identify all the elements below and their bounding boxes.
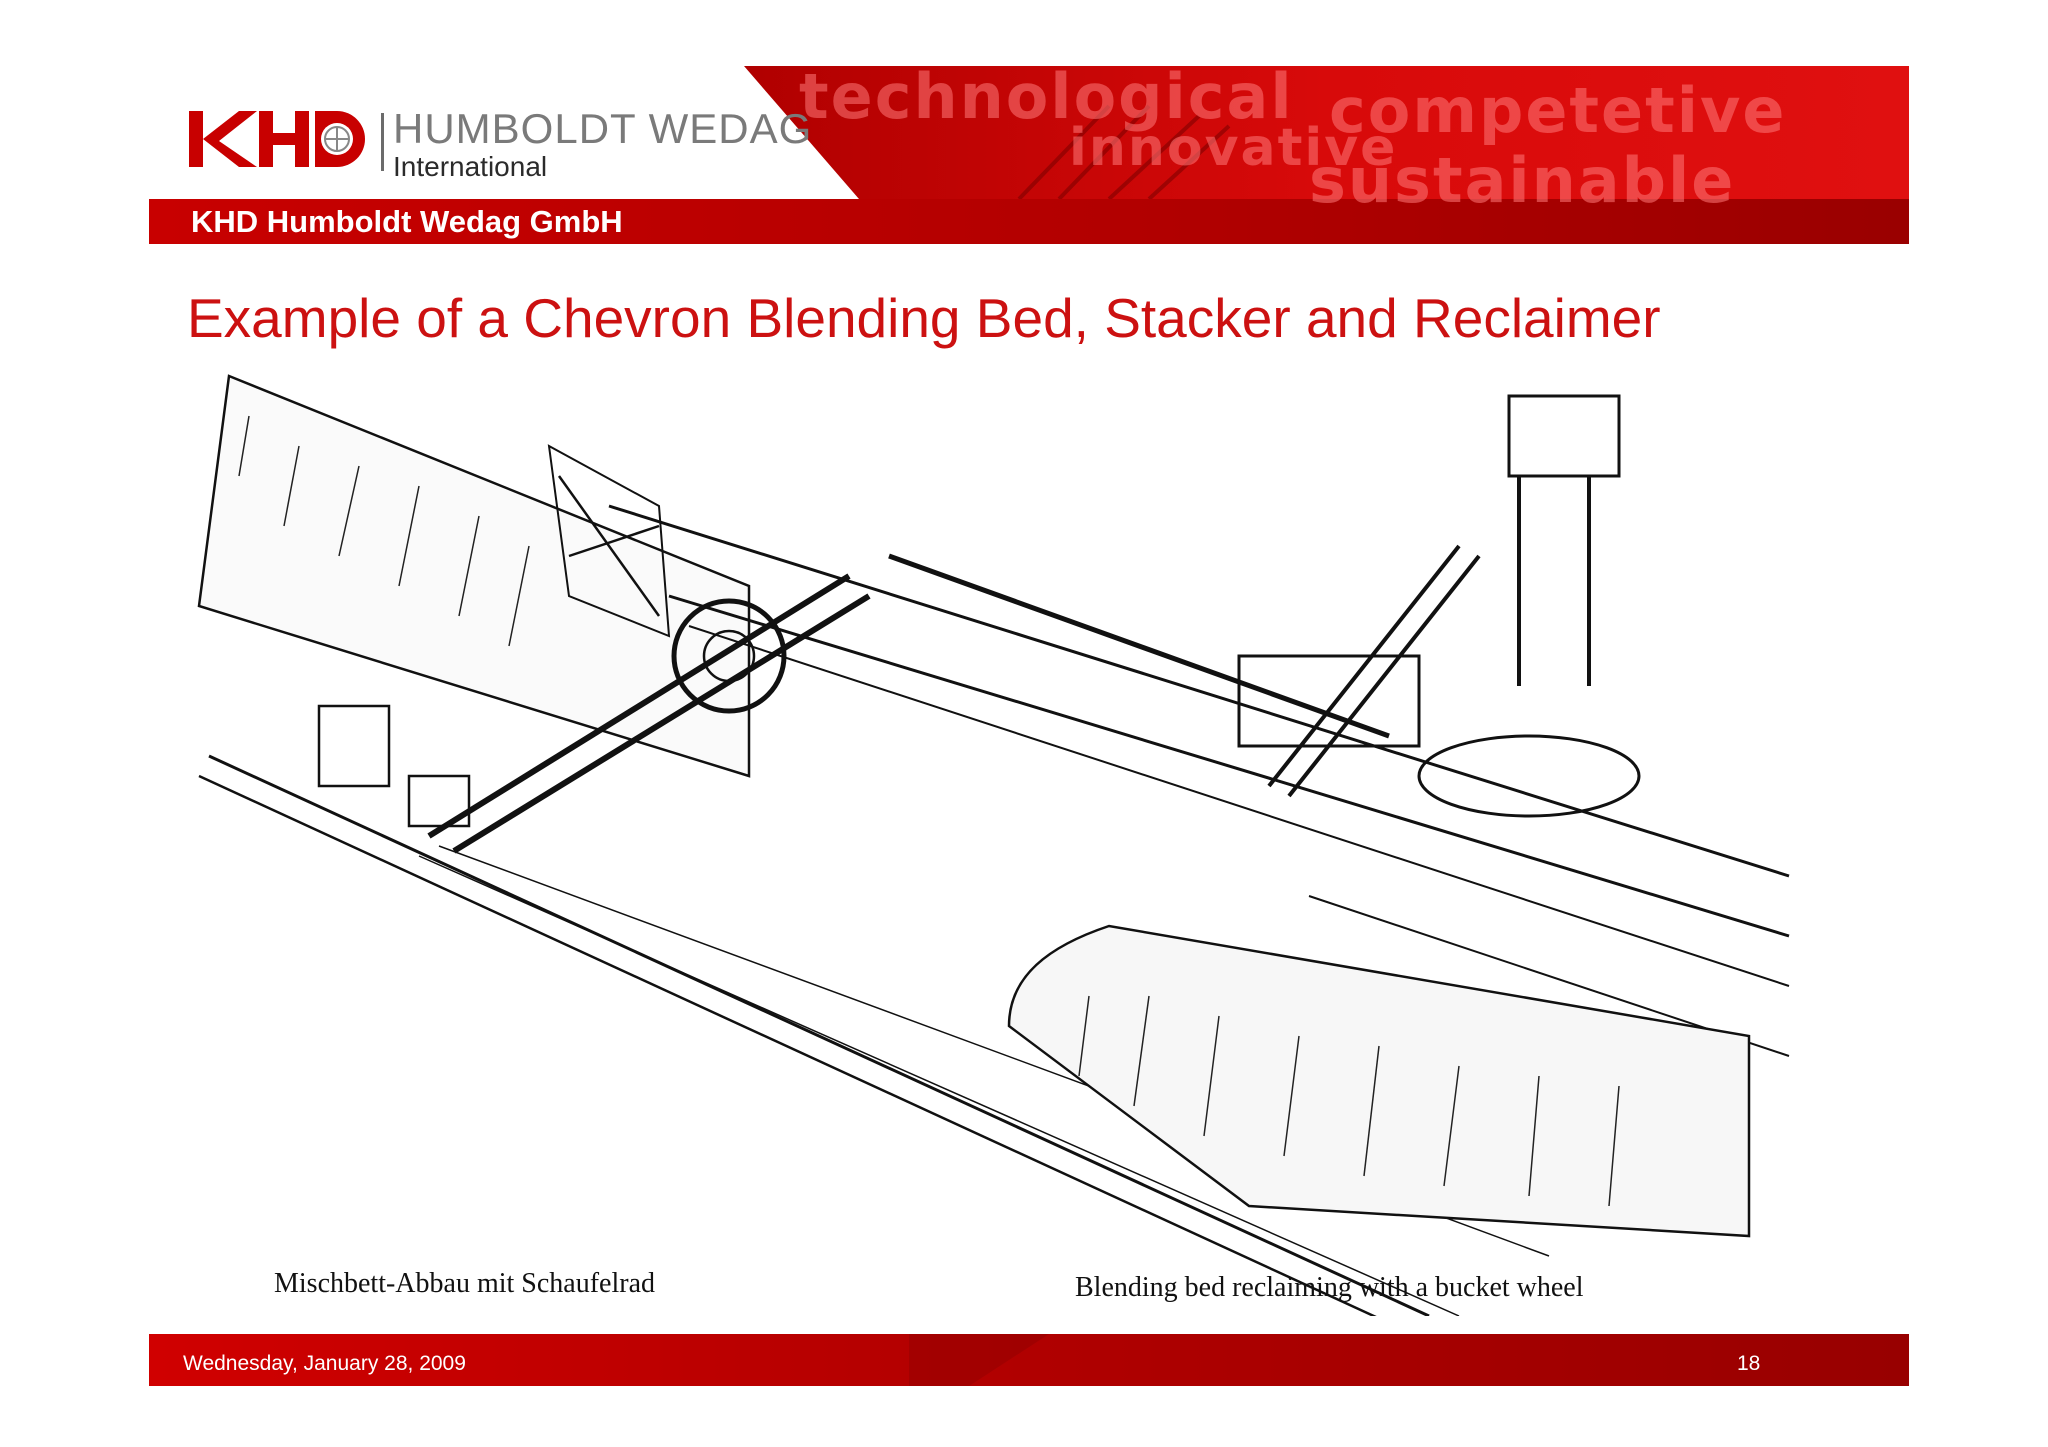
- logo-subtitle: International: [393, 151, 548, 182]
- header: technological competetive innovative sus…: [149, 60, 1909, 244]
- page-number: 18: [1737, 1352, 1761, 1375]
- footer-date: Wednesday, January 28, 2009: [183, 1352, 466, 1375]
- tagline-competetive: competetive: [1329, 74, 1787, 147]
- header-banner: [149, 66, 1909, 244]
- khd-logo-icon: [189, 111, 365, 167]
- tagline-sustainable: sustainable: [1309, 144, 1736, 217]
- company-logo: HUMBOLDT WEDAG International: [187, 103, 811, 183]
- company-name: KHD Humboldt Wedag GmbH: [191, 204, 623, 239]
- caption-english: Blending bed reclaiming with a bucket wh…: [1075, 1272, 1584, 1303]
- caption-german: Mischbett-Abbau mit Schaufelrad: [274, 1268, 656, 1299]
- logo-name: HUMBOLDT WEDAG: [393, 105, 813, 152]
- tagline-technological: technological: [799, 60, 1294, 133]
- slide-title: Example of a Chevron Blending Bed, Stack…: [187, 287, 1661, 349]
- slide: technological competetive innovative sus…: [149, 60, 1909, 1386]
- blending-bed-illustration: [197, 374, 1790, 1316]
- logo-divider: [381, 113, 384, 171]
- tagline-innovative: innovative: [1069, 118, 1398, 178]
- footer-bar: [149, 1334, 1909, 1386]
